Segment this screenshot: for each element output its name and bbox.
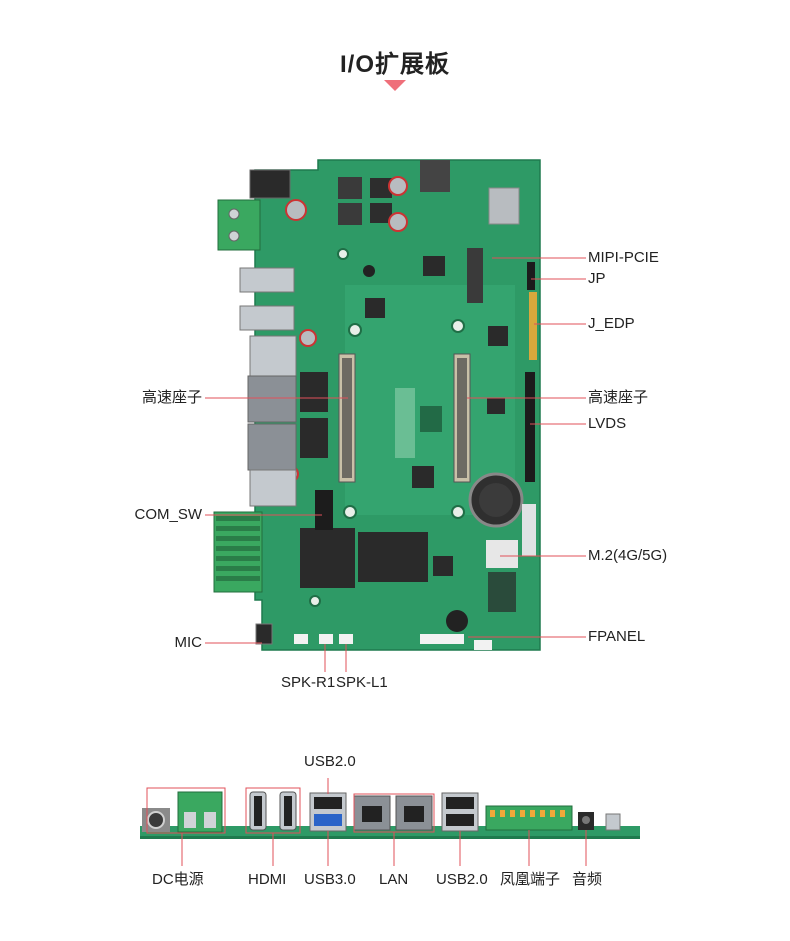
callout-spk-r1: SPK-R1 <box>281 674 336 691</box>
io-label-usb20-bottom: USB2.0 <box>436 871 488 888</box>
callout-hs-connector-left: 高速座子 <box>141 389 202 406</box>
io-label-dc-power: DC电源 <box>152 871 204 888</box>
callout-com-sw: COM_SW <box>134 506 203 523</box>
callout-jp: JP <box>588 270 606 287</box>
io-label-usb30: USB3.0 <box>304 871 356 888</box>
pcb-board <box>254 159 541 651</box>
board-callout-lines <box>205 257 586 672</box>
io-label-lan: LAN <box>379 871 409 888</box>
callout-m2: M.2(4G/5G) <box>588 547 668 564</box>
io-panel <box>140 791 640 839</box>
callout-lvds: LVDS <box>588 415 627 432</box>
io-label-audio: 音频 <box>572 871 603 888</box>
callout-fpanel: FPANEL <box>588 628 646 645</box>
callout-j-edp: J_EDP <box>588 315 635 332</box>
callout-hs-connector-right: 高速座子 <box>588 389 649 406</box>
io-label-usb20-top: USB2.0 <box>304 753 356 770</box>
io-callout-lines <box>146 778 587 866</box>
callout-spk-l1: SPK-L1 <box>336 674 388 691</box>
title-arrow-icon <box>384 80 406 91</box>
callout-mic: MIC <box>174 634 203 651</box>
io-label-phoenix-terminal: 凤凰端子 <box>500 871 561 888</box>
callout-mipi-pcie: MIPI-PCIE <box>588 249 659 266</box>
io-label-hdmi: HDMI <box>248 871 287 888</box>
page-title: I/O扩展板 <box>339 51 450 78</box>
board-left-connectors <box>213 169 297 645</box>
